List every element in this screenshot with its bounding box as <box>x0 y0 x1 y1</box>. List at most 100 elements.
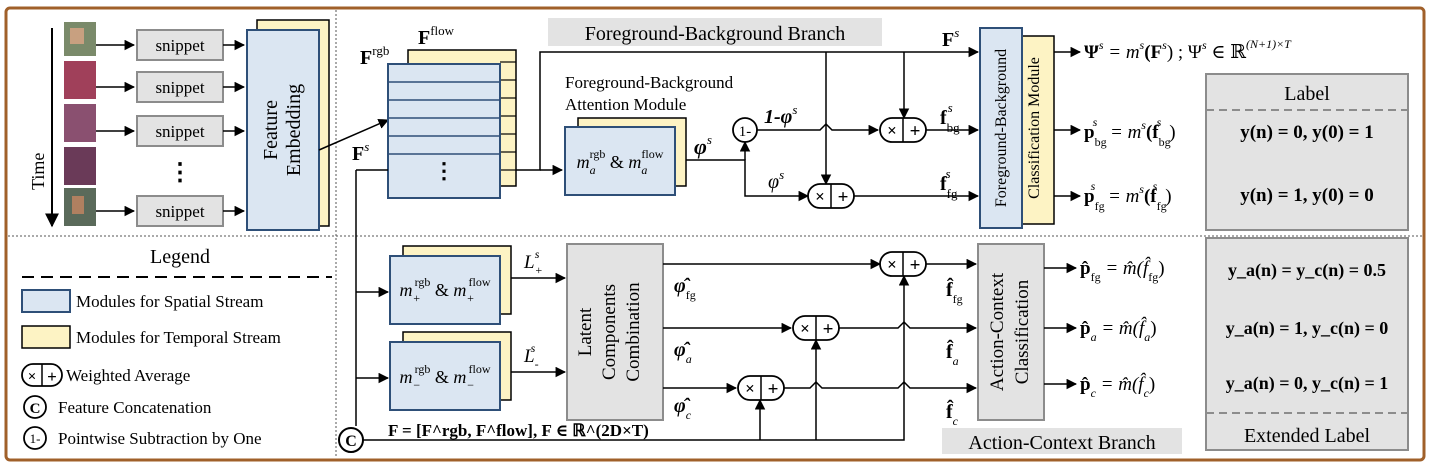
snippet-boxes: snippet snippet snippet ⋮ snippet <box>136 29 224 227</box>
one-minus-symbol: 1- <box>739 124 752 140</box>
snippet-label: snippet <box>155 202 204 221</box>
label-table: Label y(n) = 0, y(0) = 1 y(n) = 1, y(0) … <box>1205 73 1409 451</box>
ext-label-row-fg: y_a(n) = y_c(n) = 0.5 <box>1228 260 1386 281</box>
f-c-hat-label: f̂c <box>946 398 959 428</box>
video-frames <box>64 22 96 226</box>
svg-text:+: + <box>768 379 779 400</box>
p-fg-hat-output: p̂fg = m̂(f̂fg) <box>1080 257 1165 284</box>
legend: Legend Modules for Spatial Stream Module… <box>21 246 332 450</box>
one-minus-icon <box>23 426 47 450</box>
l-minus-label: L-s <box>523 341 539 371</box>
svg-text:×: × <box>887 255 897 274</box>
snippet-label: snippet <box>155 78 204 97</box>
spatial-box-icon <box>21 289 71 313</box>
p-a-hat-output: p̂a = m̂(f̂a) <box>1080 317 1157 344</box>
fs-label-left: Fs <box>352 139 369 165</box>
phi-label: φs <box>694 132 712 159</box>
action-context-title-bg <box>942 428 1182 454</box>
fg-bg-classification-module: Foreground-Background Classification Mod… <box>979 27 1055 229</box>
extended-label-footer: Extended Label <box>1244 425 1370 447</box>
weighted-average-icon: × + <box>21 363 63 387</box>
p-c-hat-output: p̂c = m̂(f̂c) <box>1080 373 1155 400</box>
svg-text:+: + <box>838 187 849 208</box>
snippet-box <box>136 71 224 103</box>
weighted-average-node-c-hat: × + <box>737 375 785 401</box>
svg-text:Combination: Combination <box>623 282 644 382</box>
feature-stack: ⋮ <box>387 49 517 199</box>
legend-item-spatial: Modules for Spatial Stream <box>76 292 263 311</box>
label-header: Label <box>1284 83 1330 105</box>
concat-formula: F = [F^rgb, F^flow], F ∈ ℝ^(2D×T) <box>388 421 649 440</box>
svg-text:×: × <box>745 379 755 398</box>
weighted-average-node-a-hat: × + <box>792 315 840 341</box>
svg-text:×: × <box>800 319 810 338</box>
legend-title: Legend <box>150 246 210 268</box>
weighted-average-node-fg: × + <box>807 183 855 209</box>
svg-text:Action-Context: Action-Context <box>987 272 1008 391</box>
fg-bg-branch-title: Foreground-Background Branch <box>585 23 846 45</box>
time-label: Time <box>28 153 48 190</box>
fg-bg-cls-line2: Classification Module <box>1026 57 1043 199</box>
svg-text:Components: Components <box>599 284 620 380</box>
f-a-hat-label: f̂a <box>946 338 959 368</box>
legend-item-concat: Feature Concatenation <box>58 398 212 417</box>
fs-top-label: Fs <box>942 25 959 51</box>
l-plus-label: L+s <box>523 247 543 277</box>
action-output-arrows <box>1044 262 1078 390</box>
p-fg-output: pfgs = ms(ffgs) <box>1084 179 1172 213</box>
f-bg-label: fbgs <box>940 100 960 135</box>
outer-frame <box>4 6 1426 462</box>
svg-text:C: C <box>345 433 357 450</box>
f-fg-label: ffgs <box>940 166 958 201</box>
concat-feature-line <box>363 274 910 441</box>
svg-text:Latent: Latent <box>575 307 596 356</box>
f-rgb-label: Frgb <box>360 43 389 69</box>
latent-combination-module: Latent Components Combination <box>566 243 664 421</box>
frame-to-snippet-arrows <box>96 39 136 217</box>
one-minus-phi-label: 1-φs <box>764 102 797 128</box>
ext-label-row-a: y_a(n) = 1, y_c(n) = 0 <box>1226 318 1389 339</box>
snippet-box <box>136 195 224 227</box>
label-row-fg: y(n) = 1, y(0) = 0 <box>1240 185 1374 206</box>
svg-text:×: × <box>28 369 37 385</box>
snippet-to-embedding-arrows <box>223 39 246 217</box>
m-minus-module: m−rgb & m−flow <box>389 331 512 411</box>
snippet-box <box>136 115 224 147</box>
fg-bg-title-bg <box>548 18 882 46</box>
fg-bg-output-arrows <box>1054 46 1082 202</box>
svg-text:+: + <box>910 121 921 142</box>
svg-text:C: C <box>30 401 41 417</box>
action-context-classification: Action-Context Classification <box>977 243 1045 421</box>
p-bg-output: pbgs = ms(fbgs) <box>1084 115 1176 149</box>
svg-text:1-: 1- <box>30 431 41 446</box>
ext-label-row-c: y_a(n) = 0, y_c(n) = 1 <box>1226 373 1389 394</box>
feature-embedding-line1: Feature <box>260 100 282 160</box>
feature-embedding-line2: Embedding <box>283 84 305 176</box>
phi-line <box>686 159 810 202</box>
legend-item-subtract: Pointwise Subtraction by One <box>58 429 262 448</box>
svg-text:+: + <box>823 319 834 340</box>
psi-output: Ψs = ms(Fs) ; Ψs ∈ ℝ(N+1)×T <box>1084 37 1292 63</box>
svg-text:+: + <box>47 367 57 386</box>
embedding-to-stack-arrow <box>318 118 389 151</box>
svg-text:×: × <box>815 187 825 206</box>
svg-text:×: × <box>887 121 897 140</box>
f-flow-label: Fflow <box>418 23 455 49</box>
f-fg-hat-label: f̂fg <box>946 276 963 306</box>
snippet-ellipsis: ⋮ <box>168 160 192 186</box>
stack-ellipsis: ⋮ <box>433 158 455 183</box>
label-row-bg: y(n) = 0, y(0) = 1 <box>1240 122 1374 143</box>
feature-embedding-module: Feature Embedding <box>246 19 330 231</box>
m-plus-module: m+rgb & m+flow <box>389 245 512 325</box>
snippet-label: snippet <box>155 36 204 55</box>
weighted-average-node-bg: × + <box>879 117 927 143</box>
action-context-branch-title: Action-Context Branch <box>968 432 1155 454</box>
weighted-average-node-fg-hat: × + <box>879 251 927 277</box>
concat-icon <box>23 395 47 419</box>
attention-title-line2: Attention Module <box>565 95 686 114</box>
legend-item-temporal: Modules for Temporal Stream <box>76 328 281 347</box>
attention-title-line1: Foreground-Background <box>565 73 734 92</box>
stack-to-fs-line <box>516 46 980 171</box>
svg-text:Classification: Classification <box>1012 279 1033 384</box>
